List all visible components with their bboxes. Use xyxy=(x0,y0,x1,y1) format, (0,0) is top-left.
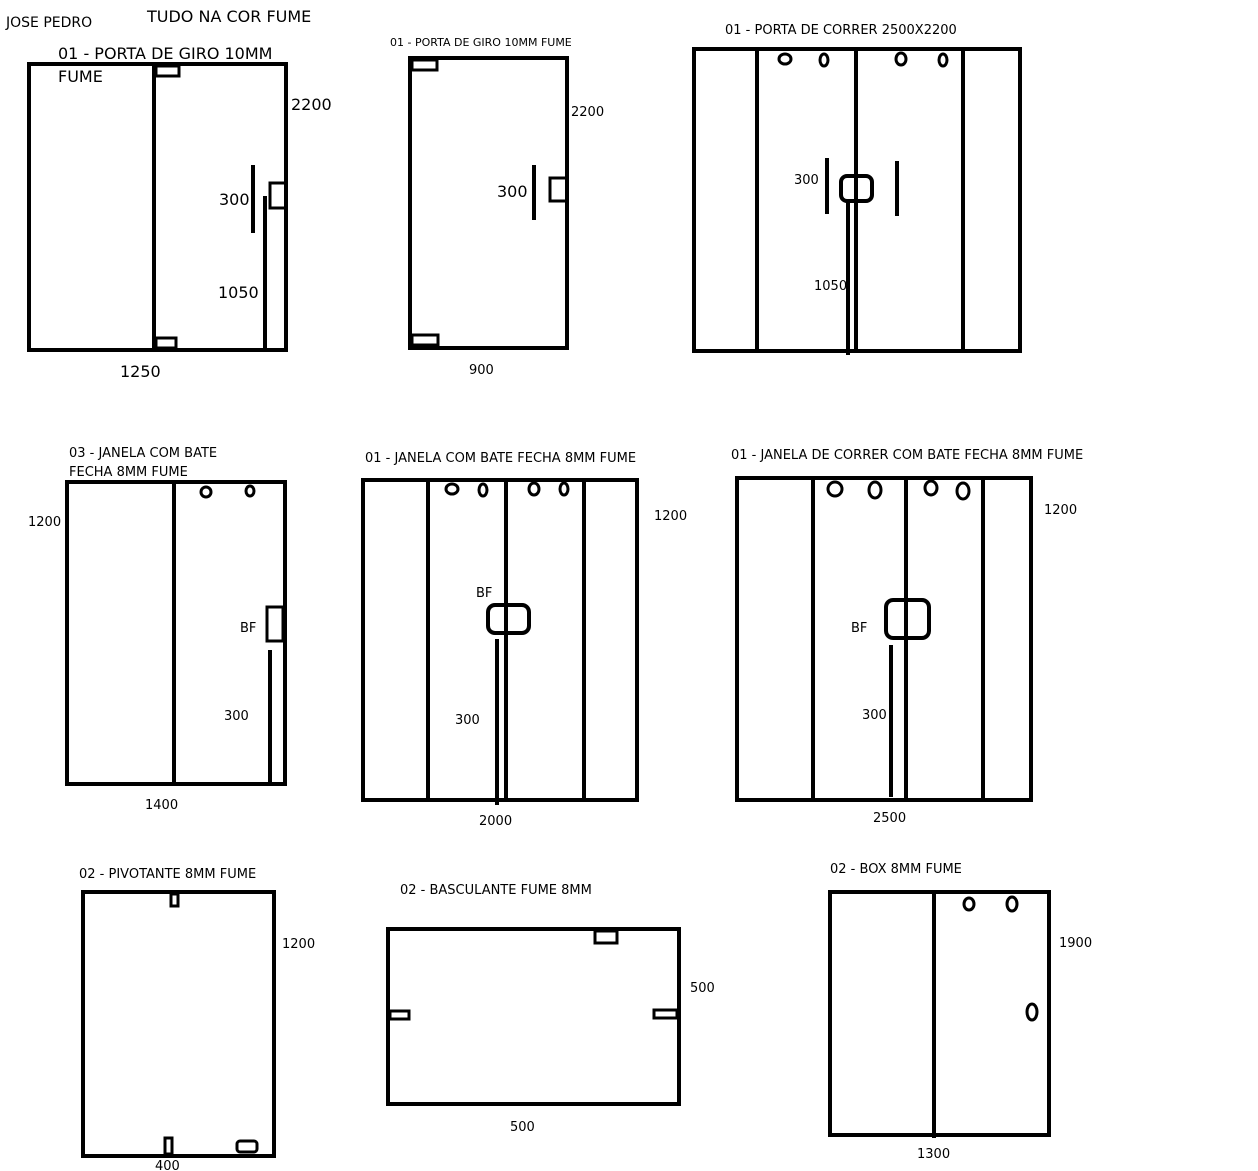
item-title: 01 - JANELA DE CORRER COM BATE FECHA 8MM… xyxy=(731,448,1083,463)
pivot-frame xyxy=(81,890,276,1158)
handle-length-label: 300 xyxy=(497,182,528,201)
item-title: 01 - PORTA DE GIRO 10MM xyxy=(58,44,272,63)
width-label: 2000 xyxy=(479,814,512,829)
roller-fitting xyxy=(444,482,460,496)
roller-fitting xyxy=(962,896,976,912)
bottom-pivot-fitting xyxy=(163,1136,174,1156)
side-arm-fitting xyxy=(652,1008,679,1020)
window-frame xyxy=(735,476,1033,802)
lock-fitting xyxy=(235,1139,259,1154)
lock-height-label: 300 xyxy=(862,708,887,723)
roller-fitting xyxy=(244,484,256,498)
item-title: 01 - JANELA COM BATE FECHA 8MM FUME xyxy=(365,451,636,466)
roller-fitting xyxy=(955,481,971,501)
lock-label: BF xyxy=(476,586,492,601)
height-label: 2200 xyxy=(571,105,604,120)
handle-height-label: 1050 xyxy=(218,283,259,302)
color-note: TUDO NA COR FUME xyxy=(146,7,311,26)
window-frame xyxy=(361,478,639,802)
door-frame xyxy=(408,56,569,350)
height-label: 2200 xyxy=(291,95,332,114)
item-porta-giro-900: 01 - PORTA DE GIRO 10MM FUME 2200 300 90… xyxy=(390,36,604,378)
handle-length-label: 300 xyxy=(219,190,250,209)
height-label: 1200 xyxy=(654,509,687,524)
top-hinge-fitting xyxy=(593,929,619,945)
roller-fitting xyxy=(558,481,570,497)
lock-fitting xyxy=(839,174,874,203)
item-janela-bate-fecha-1400: 03 - JANELA COM BATE FECHA 8MM FUME 1200… xyxy=(28,446,287,813)
height-label: 1200 xyxy=(1044,503,1077,518)
lock-fitting xyxy=(884,598,931,640)
width-label: 1250 xyxy=(120,362,161,381)
handle-height-label: 1050 xyxy=(814,279,847,294)
height-label: 500 xyxy=(690,981,715,996)
item-pivotante: 02 - PIVOTANTE 8MM FUME 1200 400 xyxy=(79,867,315,1171)
roller-fitting xyxy=(818,52,830,68)
roller-fitting xyxy=(527,481,541,497)
roller-fitting xyxy=(867,480,883,500)
bottom-pivot-fitting xyxy=(154,336,178,350)
client-name: JOSE PEDRO xyxy=(5,15,92,31)
item-title: 01 - PORTA DE CORRER 2500X2200 xyxy=(725,23,957,38)
width-label: 400 xyxy=(155,1159,180,1171)
item-title-2: FUME xyxy=(58,67,103,86)
item-title-2: FECHA 8MM FUME xyxy=(69,465,188,480)
item-title: 01 - PORTA DE GIRO 10MM FUME xyxy=(390,36,572,49)
width-label: 900 xyxy=(469,363,494,378)
height-label: 1200 xyxy=(28,515,61,530)
lock-height-label: 300 xyxy=(224,709,249,724)
roller-fitting xyxy=(937,52,949,68)
lock-fitting xyxy=(265,605,285,643)
item-basculante: 02 - BASCULANTE FUME 8MM 500 500 xyxy=(386,883,715,1135)
item-title: 02 - PIVOTANTE 8MM FUME xyxy=(79,867,256,882)
top-pivot-fitting xyxy=(410,58,439,72)
roller-fitting xyxy=(477,482,489,498)
lock-label: BF xyxy=(851,621,867,636)
item-title: 02 - BASCULANTE FUME 8MM xyxy=(400,883,592,898)
height-label: 1900 xyxy=(1059,936,1092,951)
roller-fitting xyxy=(777,52,793,66)
item-janela-bate-fecha-2000: 01 - JANELA COM BATE FECHA 8MM FUME 1200… xyxy=(361,451,687,829)
item-janela-correr-2500: 01 - JANELA DE CORRER COM BATE FECHA 8MM… xyxy=(731,448,1083,826)
item-porta-correr: 01 - PORTA DE CORRER 2500X2200 300 1050 xyxy=(692,23,1022,355)
handle-knob xyxy=(1025,1002,1039,1022)
top-pivot-fitting xyxy=(169,892,180,908)
top-pivot-fitting xyxy=(154,64,181,78)
box-frame xyxy=(828,890,1051,1137)
basculante-frame xyxy=(386,927,681,1106)
lock-fitting xyxy=(268,181,288,210)
bottom-pivot-fitting xyxy=(410,333,440,347)
lock-height-label: 300 xyxy=(455,713,480,728)
lock-fitting xyxy=(486,603,531,635)
item-title: 02 - BOX 8MM FUME xyxy=(830,862,962,877)
width-label: 2500 xyxy=(873,811,906,826)
item-title: 03 - JANELA COM BATE xyxy=(69,446,217,461)
item-box: 02 - BOX 8MM FUME 1900 1300 xyxy=(828,862,1092,1162)
roller-fitting xyxy=(923,479,939,497)
lock-fitting xyxy=(548,176,569,203)
height-label: 1200 xyxy=(282,937,315,952)
item-porta-giro-1250: 01 - PORTA DE GIRO 10MM FUME 2200 300 10… xyxy=(27,44,332,381)
roller-fitting xyxy=(1005,895,1019,913)
roller-fitting xyxy=(826,480,844,498)
width-label: 1400 xyxy=(145,798,178,813)
handle-length-label: 300 xyxy=(794,173,819,188)
roller-fitting xyxy=(199,485,213,499)
width-label: 500 xyxy=(510,1120,535,1135)
lock-label: BF xyxy=(240,621,256,636)
width-label: 1300 xyxy=(917,1147,950,1162)
roller-fitting xyxy=(894,51,908,67)
side-arm-fitting xyxy=(388,1009,411,1021)
